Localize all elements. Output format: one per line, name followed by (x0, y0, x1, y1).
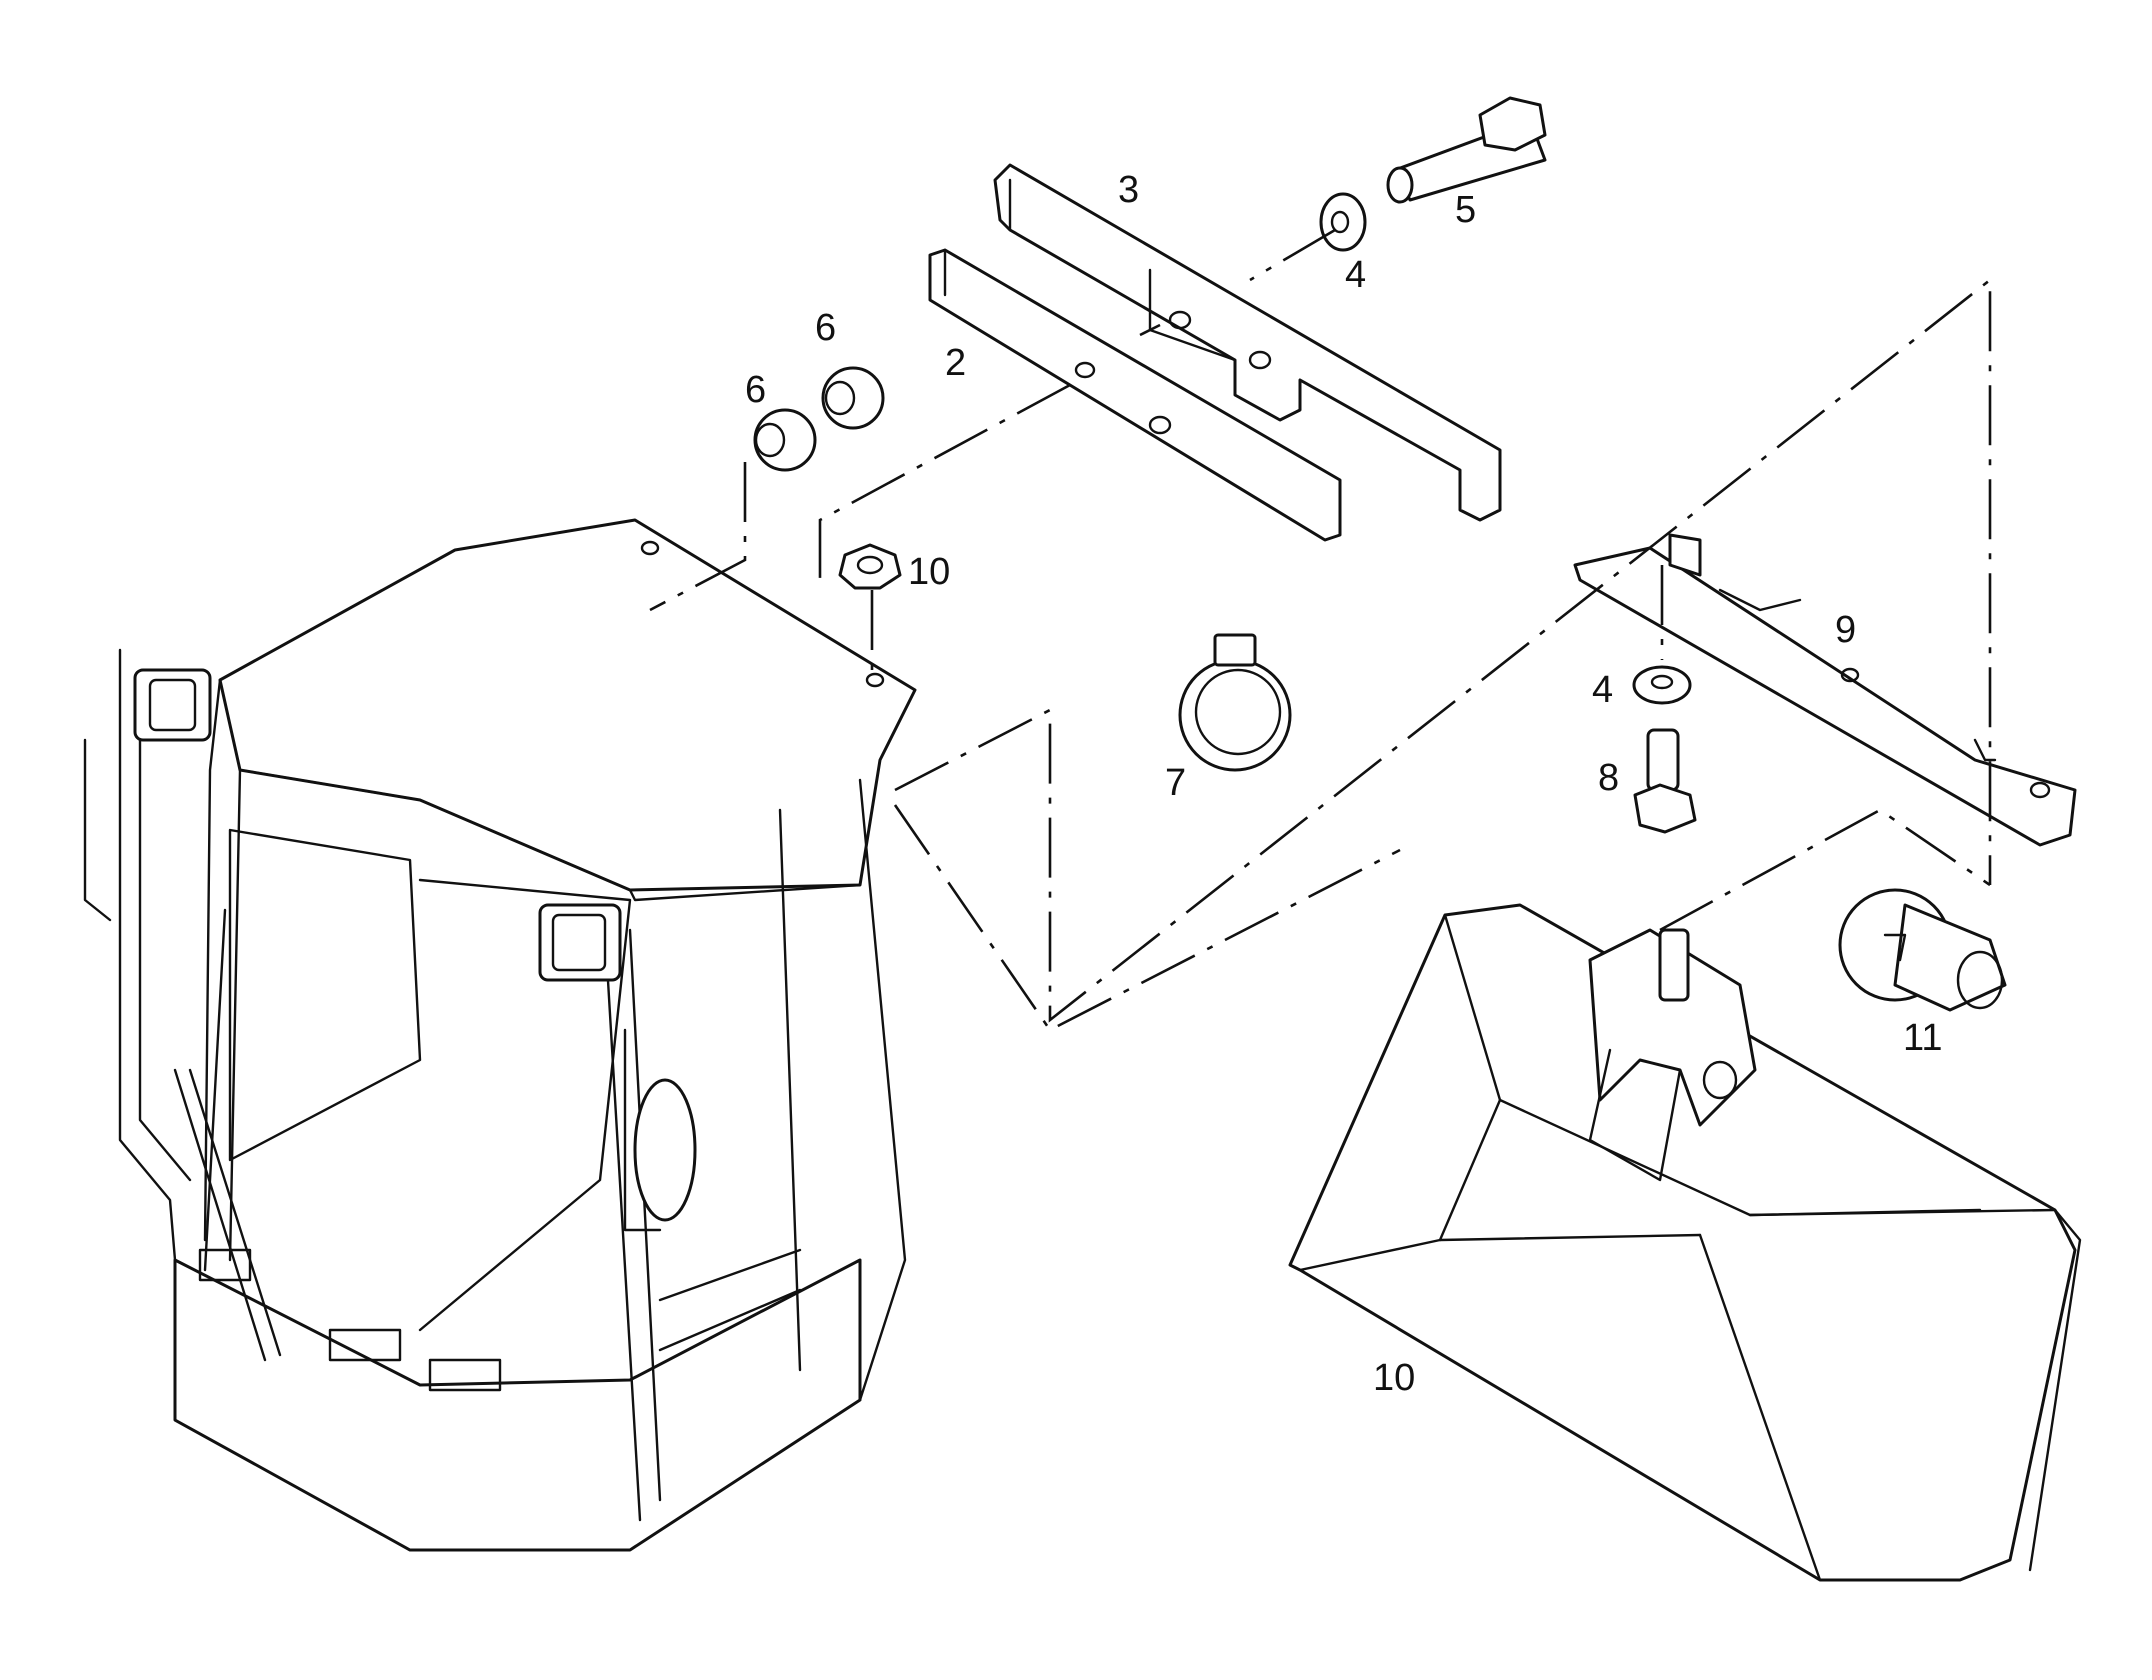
part-6-grommet-a (753, 408, 817, 472)
callout-6-a: 6 (745, 369, 766, 411)
callout-4-lower: 4 (1592, 669, 1613, 711)
callout-11: 11 (1903, 1017, 1942, 1059)
callout-2: 2 (945, 342, 966, 384)
part-2-plate (928, 248, 1342, 542)
callout-6-b: 6 (815, 307, 836, 349)
callout-3: 3 (1118, 169, 1139, 211)
part-3-mounting-bracket (993, 163, 1502, 522)
callout-9: 9 (1835, 609, 1856, 651)
callout-5: 5 (1455, 189, 1476, 231)
cab (83, 518, 917, 1552)
callout-4-top: 4 (1345, 254, 1366, 296)
part-8-bolt (1633, 728, 1697, 834)
part-6-grommet-b (821, 366, 885, 430)
callout-10-nut: 10 (908, 551, 950, 593)
part-9-lamp-bracket (1573, 533, 2077, 847)
part-5-bolt (1386, 96, 1547, 204)
part-4-washer-top (1319, 192, 1367, 252)
part-10-work-lamp (1288, 903, 2082, 1582)
callout-7: 7 (1165, 762, 1186, 804)
part-7-hose-clamp (1178, 633, 1292, 772)
part-10-nut (838, 543, 902, 590)
part-4-washer-lower (1632, 665, 1692, 705)
leader-lines (649, 228, 1992, 1032)
part-11-bulb (1838, 888, 2007, 1012)
callout-8: 8 (1598, 757, 1619, 799)
callout-10-lamp: 10 (1373, 1357, 1415, 1399)
